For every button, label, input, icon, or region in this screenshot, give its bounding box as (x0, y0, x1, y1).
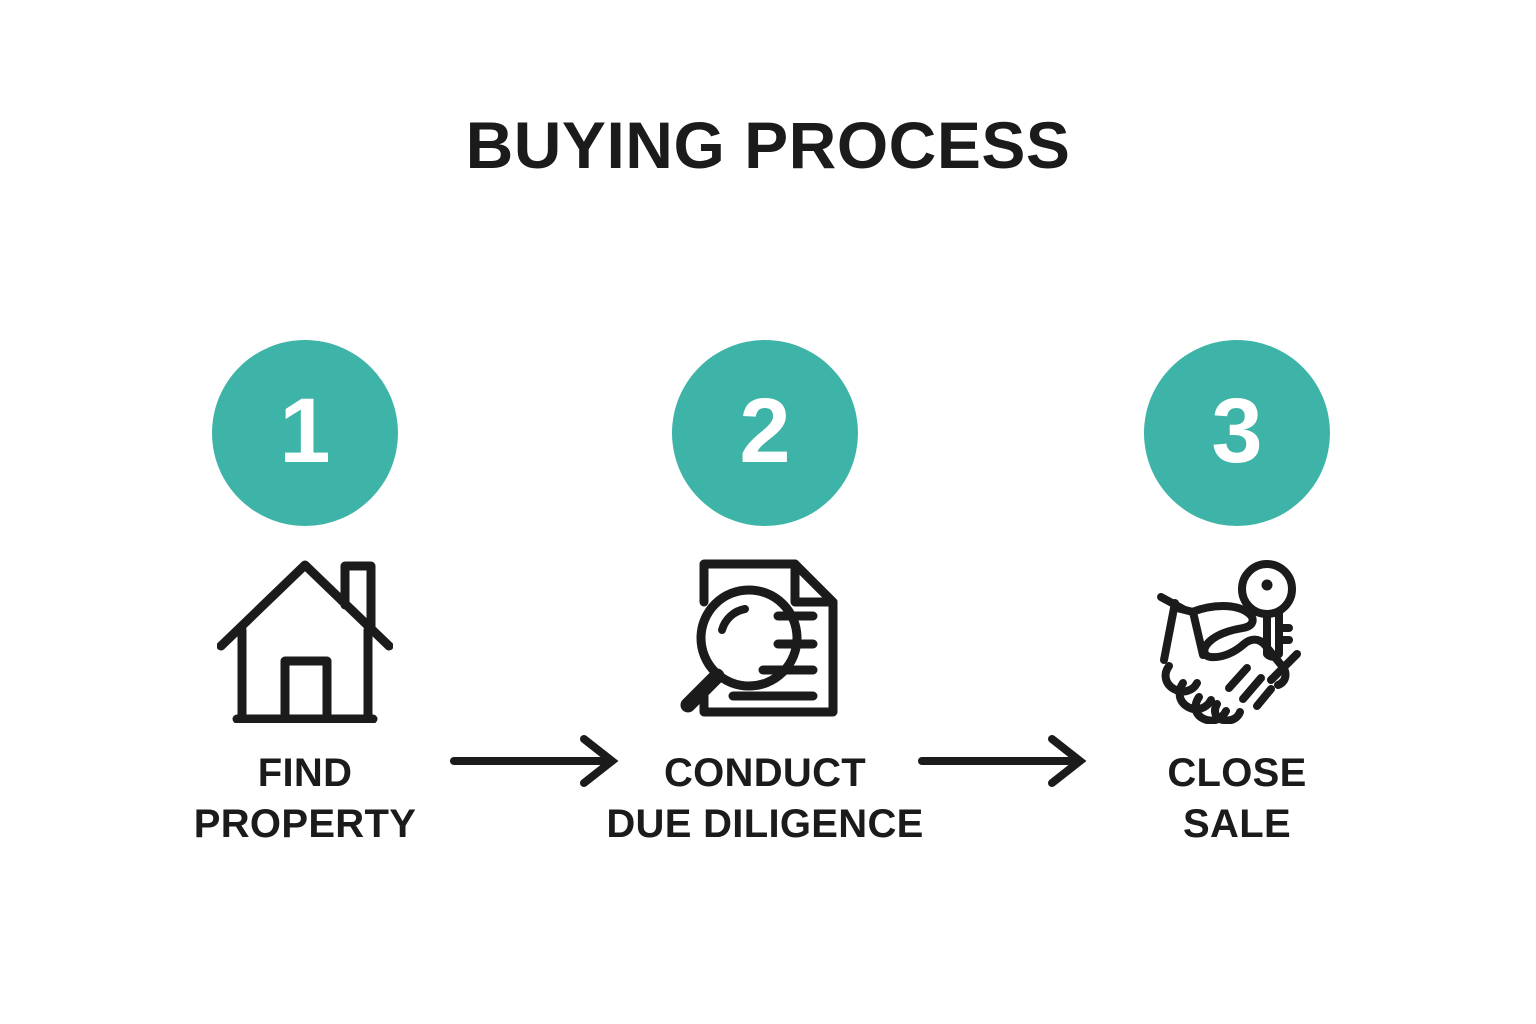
step-2-label-line-1: CONDUCT (663, 751, 867, 795)
step-3-number-badge: 3 (1144, 340, 1330, 526)
arrow-right-2-icon (918, 734, 1088, 788)
steps-row: 1 FIND PROPERTY (0, 330, 1536, 890)
document-magnifier-icon (672, 552, 858, 728)
step-2-label: CONDUCT DUE DILIGENCE (555, 748, 975, 850)
step-3-label: CLOSE SALE (1027, 748, 1447, 850)
step-1-label: FIND PROPERTY (95, 748, 515, 850)
handshake-key-icon (1144, 552, 1330, 728)
step-1: 1 FIND PROPERTY (140, 330, 470, 890)
step-2-number: 2 (739, 380, 791, 482)
step-3: 3 (1072, 330, 1402, 890)
step-1-label-line-2: PROPERTY (193, 802, 417, 847)
step-2-label-line-2: DUE DILIGENCE (606, 802, 924, 847)
step-3-label-line-2: SALE (1183, 802, 1291, 847)
step-3-number: 3 (1211, 380, 1263, 482)
step-3-label-line-1: CLOSE (1167, 751, 1307, 795)
step-1-number: 1 (279, 380, 331, 482)
step-2-number-badge: 2 (672, 340, 858, 526)
step-1-number-badge: 1 (212, 340, 398, 526)
step-2: 2 (600, 330, 930, 890)
arrow-right-1-icon (450, 734, 620, 788)
step-1-label-line-1: FIND (257, 751, 353, 795)
house-icon (212, 552, 398, 728)
page-title: BUYING PROCESS (465, 108, 1071, 182)
